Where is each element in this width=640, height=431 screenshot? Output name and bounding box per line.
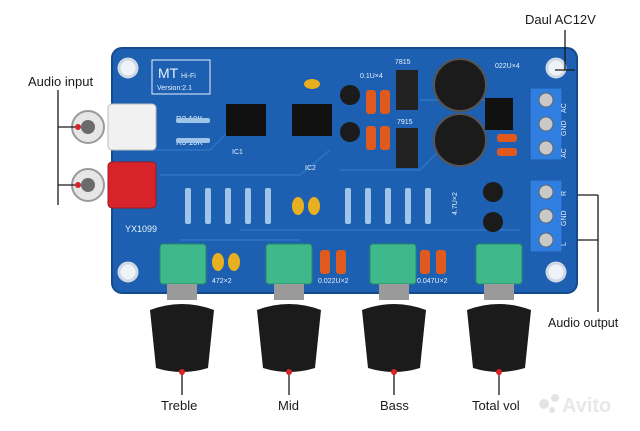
terminal-r-label: R — [561, 191, 568, 196]
mid-knob — [257, 284, 321, 372]
cap-01-label: 0.1U×4 — [360, 73, 383, 80]
potentiometers — [159, 243, 523, 285]
bass-label: Bass — [380, 398, 409, 413]
op-amp-chips — [226, 98, 513, 136]
avito-watermark-text: Avito — [562, 395, 611, 417]
output-terminal-block — [529, 179, 563, 253]
knobs — [150, 284, 531, 372]
cap-47-label: 4.7U×2 — [452, 192, 459, 215]
brand-text: MT — [158, 65, 179, 81]
power-label: Daul AC12V — [525, 12, 596, 27]
ic1-label: IC1 — [232, 149, 243, 156]
film-capacitors — [320, 90, 517, 274]
audio-input-label: Audio input — [28, 74, 94, 89]
cap-472-label: 472×2 — [212, 278, 232, 285]
cap-0047-label: 0.047U×2 — [417, 278, 448, 285]
avito-watermark: Avito — [539, 394, 611, 417]
pointer-dots — [75, 124, 502, 375]
terminal-gnd2-label: GND — [561, 210, 568, 226]
treble-knob — [150, 284, 214, 372]
hifi-text: Hi-Fi — [181, 73, 196, 80]
bass-knob — [362, 284, 426, 372]
version-text: Version:2.1 — [157, 85, 192, 92]
reg-7915-label: 7915 — [397, 119, 413, 126]
resistor-row — [176, 118, 431, 224]
ic2-label: IC2 — [305, 165, 316, 172]
terminal-ac2-label: AC — [561, 148, 568, 158]
electrolytic-capacitors — [340, 58, 503, 232]
terminal-labels: AC GND AC R GND L — [561, 103, 568, 246]
mid-label: Mid — [278, 398, 299, 413]
treble-label: Treble — [161, 398, 198, 413]
cap-022-top-label: 022U×4 — [495, 63, 520, 70]
reg-7815-label: 7815 — [395, 59, 411, 66]
model-label: YX1099 — [125, 224, 157, 234]
total-vol-label: Total vol — [472, 398, 520, 413]
voltage-regulators — [396, 70, 418, 168]
rca-input-jacks — [71, 103, 157, 209]
terminal-ac-label: AC — [561, 103, 568, 113]
power-terminal-block — [529, 87, 563, 161]
terminal-l-label: L — [561, 242, 568, 246]
audio-output-label: Audio output — [548, 316, 619, 330]
terminal-gnd-label: GND — [561, 120, 568, 136]
ceramic-capacitors — [212, 79, 320, 271]
cap-0022-label: 0.022U×2 — [318, 278, 349, 285]
total-vol-knob — [467, 284, 531, 372]
